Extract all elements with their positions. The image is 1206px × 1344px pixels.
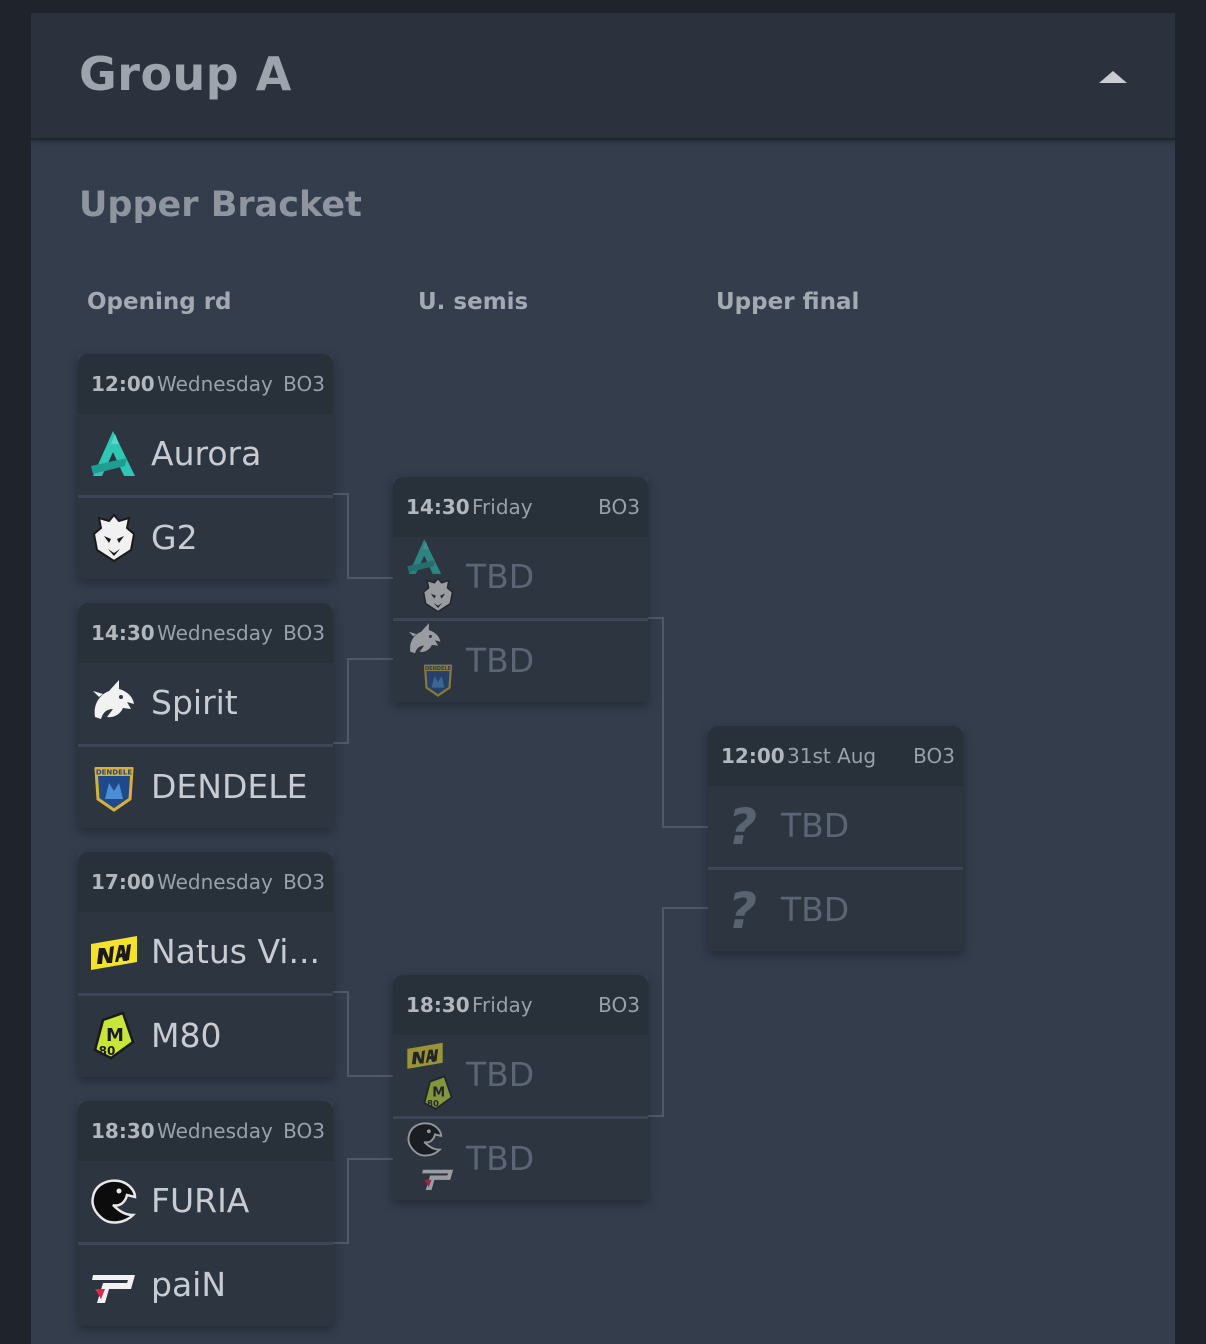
chevron-up-icon: [1099, 71, 1127, 83]
match-time: 12:00: [91, 372, 155, 396]
team-name: TBD: [781, 806, 850, 845]
match-day: Wednesday: [157, 621, 273, 645]
dendele-logo-icon: [420, 659, 456, 699]
furia-logo-icon: [404, 1119, 446, 1159]
match-card-semi-2[interactable]: 18:30 Friday BO3 TBD TBD: [393, 975, 648, 1200]
pending-team-logos: [404, 1035, 458, 1116]
match-day: 31st Aug: [787, 744, 877, 768]
m80-logo-icon: [420, 1073, 456, 1113]
collapse-button[interactable]: [1093, 63, 1133, 89]
pain-logo-icon: [420, 1157, 456, 1197]
navi-logo-icon: [89, 926, 139, 978]
match-format: BO3: [283, 621, 325, 645]
team-name: Aurora: [151, 434, 262, 473]
match-header: 17:00 Wednesday BO3: [78, 852, 333, 912]
team-name: TBD: [466, 557, 535, 596]
team-row-tbd[interactable]: ? TBD: [708, 867, 963, 951]
match-time: 14:30: [91, 621, 155, 645]
match-format: BO3: [913, 744, 955, 768]
team-row-tbd[interactable]: ? TBD: [708, 786, 963, 867]
match-format: BO3: [283, 1119, 325, 1143]
team-row-aurora[interactable]: Aurora: [78, 414, 333, 495]
pending-team-logos: [404, 621, 458, 702]
team-name: DENDELE: [151, 767, 308, 806]
match-card-semi-1[interactable]: 14:30 Friday BO3 TBD TBD: [393, 477, 648, 702]
team-row-navi[interactable]: Natus Vi...: [78, 912, 333, 993]
team-row-tbd[interactable]: TBD: [393, 1035, 648, 1116]
match-day: Friday: [472, 495, 533, 519]
aurora-logo-icon: [89, 428, 139, 480]
match-card-opening-3[interactable]: 17:00 Wednesday BO3 Natus Vi... M80: [78, 852, 333, 1077]
group-panel: Group A Upper Bracket Opening rd U. semi…: [31, 13, 1175, 1344]
match-card-opening-4[interactable]: 18:30 Wednesday BO3 FURIA paiN: [78, 1101, 333, 1326]
spirit-logo-icon: [89, 677, 139, 729]
aurora-logo-icon: [404, 537, 446, 577]
match-day: Wednesday: [157, 1119, 273, 1143]
column-label-semis: U. semis: [418, 289, 529, 315]
section-title: Upper Bracket: [79, 185, 362, 225]
match-header: 14:30 Friday BO3: [393, 477, 648, 537]
match-header: 14:30 Wednesday BO3: [78, 603, 333, 663]
team-name: Natus Vi...: [151, 932, 320, 971]
match-time: 14:30: [406, 495, 470, 519]
dendele-logo-icon: [89, 761, 139, 813]
match-time: 18:30: [406, 993, 470, 1017]
match-format: BO3: [283, 372, 325, 396]
match-time: 17:00: [91, 870, 155, 894]
team-name: TBD: [466, 641, 535, 680]
match-card-opening-2[interactable]: 14:30 Wednesday BO3 Spirit DENDELE: [78, 603, 333, 828]
group-header[interactable]: Group A: [31, 13, 1175, 140]
team-row-g2[interactable]: G2: [78, 495, 333, 579]
navi-logo-icon: [404, 1035, 446, 1075]
pain-logo-icon: [89, 1259, 139, 1311]
m80-logo-icon: [89, 1010, 139, 1062]
column-label-opening: Opening rd: [87, 289, 232, 315]
match-header: 18:30 Wednesday BO3: [78, 1101, 333, 1161]
g2-logo-icon: [420, 575, 456, 615]
team-name: TBD: [466, 1139, 535, 1178]
match-day: Friday: [472, 993, 533, 1017]
match-header: 12:00 Wednesday BO3: [78, 354, 333, 414]
match-time: 12:00: [721, 744, 785, 768]
unknown-team-icon: ?: [728, 882, 758, 940]
team-name: FURIA: [151, 1181, 250, 1220]
pending-team-logos: [404, 537, 458, 618]
team-name: paiN: [151, 1265, 227, 1304]
match-card-opening-1[interactable]: 12:00 Wednesday BO3 Aurora G2: [78, 354, 333, 579]
match-day: Wednesday: [157, 870, 273, 894]
team-name: TBD: [466, 1055, 535, 1094]
team-row-m80[interactable]: M80: [78, 993, 333, 1077]
g2-logo-icon: [89, 512, 139, 564]
match-header: 12:00 31st Aug BO3: [708, 726, 963, 786]
match-header: 18:30 Friday BO3: [393, 975, 648, 1035]
team-name: Spirit: [151, 683, 238, 722]
bracket-connectors: [333, 493, 708, 1244]
group-title: Group A: [79, 47, 292, 101]
match-format: BO3: [598, 495, 640, 519]
team-row-spirit[interactable]: Spirit: [78, 663, 333, 744]
team-row-pain[interactable]: paiN: [78, 1242, 333, 1326]
match-day: Wednesday: [157, 372, 273, 396]
match-format: BO3: [598, 993, 640, 1017]
match-card-final[interactable]: 12:00 31st Aug BO3 ? TBD ? TBD: [708, 726, 963, 951]
team-row-tbd[interactable]: TBD: [393, 1116, 648, 1200]
team-name: G2: [151, 518, 198, 557]
team-name: M80: [151, 1016, 222, 1055]
spirit-logo-icon: [404, 621, 446, 661]
furia-logo-icon: [89, 1175, 139, 1227]
pending-team-logos: [404, 1119, 458, 1200]
team-row-dendele[interactable]: DENDELE: [78, 744, 333, 828]
column-label-final: Upper final: [716, 289, 860, 315]
team-row-furia[interactable]: FURIA: [78, 1161, 333, 1242]
team-row-tbd[interactable]: TBD: [393, 537, 648, 618]
unknown-team-icon: ?: [728, 798, 758, 856]
match-format: BO3: [283, 870, 325, 894]
team-row-tbd[interactable]: TBD: [393, 618, 648, 702]
team-name: TBD: [781, 890, 850, 929]
match-time: 18:30: [91, 1119, 155, 1143]
